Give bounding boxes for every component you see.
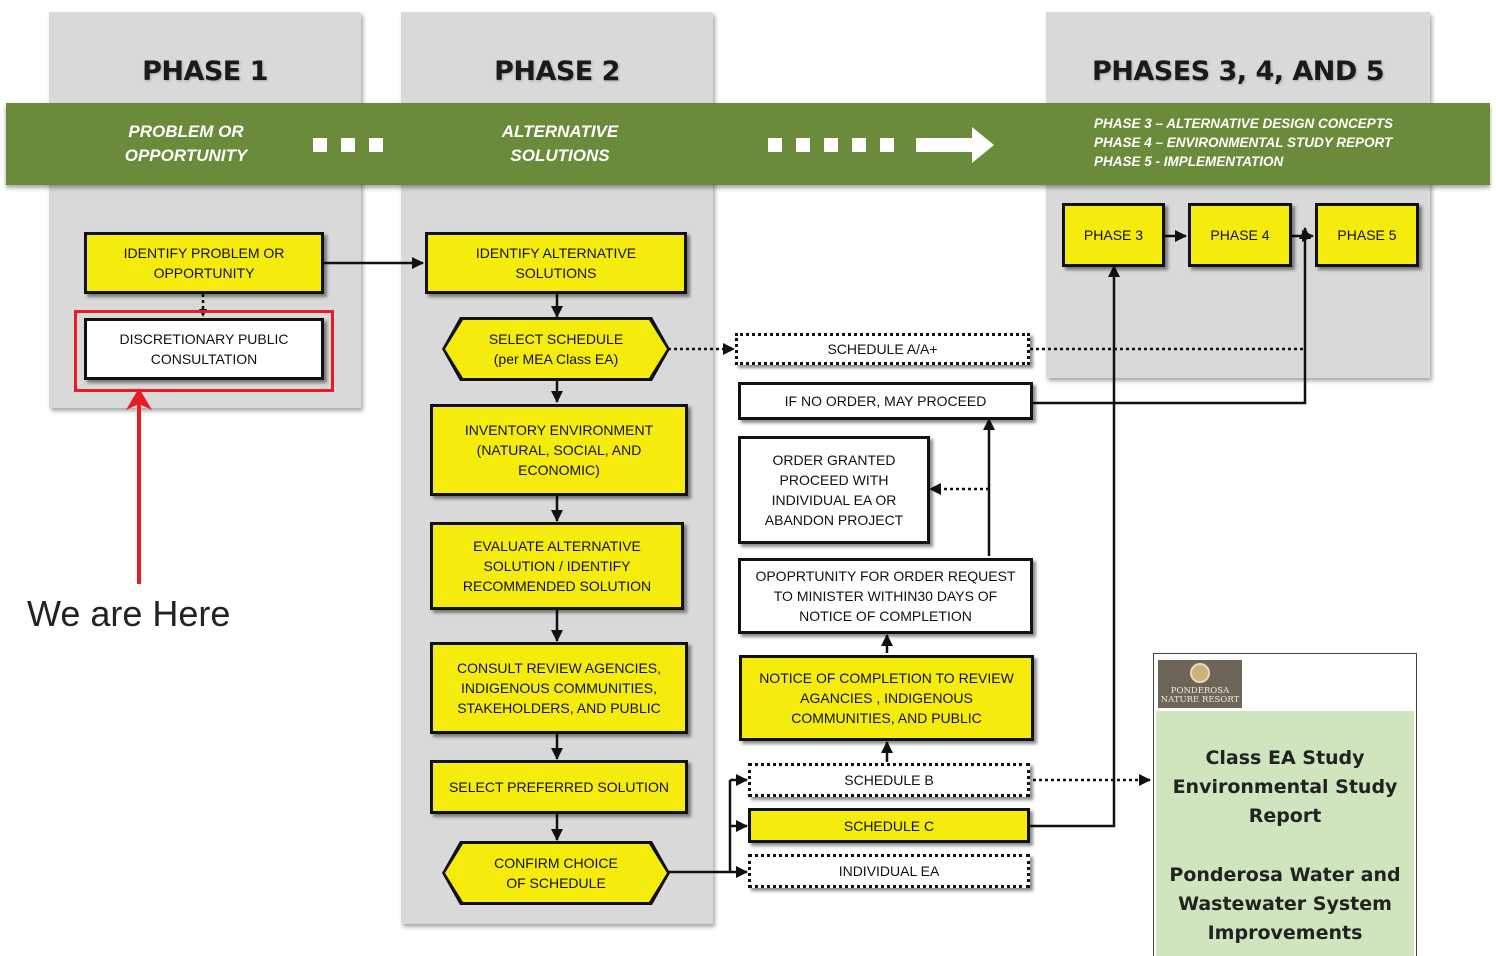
report-line1: Class EA Study xyxy=(1205,747,1365,769)
we-are-here-frame xyxy=(74,310,334,392)
band-dot xyxy=(341,138,355,152)
we-are-here-arrow-icon xyxy=(126,388,152,584)
we-are-here-label: We are Here xyxy=(27,593,231,634)
logo-line1: PONDEROSA xyxy=(1170,686,1230,696)
order-granted-box: ORDER GRANTED PROCEED WITH INDIVIDUAL EA… xyxy=(738,436,930,544)
consult-agencies-box: CONSULT REVIEW AGENCIES, INDIGENOUS COMM… xyxy=(430,642,688,734)
report-line3: Report xyxy=(1248,805,1322,827)
band-label-alternatives: ALTERNATIVE SOLUTIONS xyxy=(501,122,619,165)
band-dot xyxy=(824,138,838,152)
identify-alternatives-box: IDENTIFY ALTERNATIVE SOLUTIONS xyxy=(425,232,687,294)
report-cover: PONDEROSA NATURE RESORT Class EA Study E… xyxy=(1153,653,1417,956)
select-schedule-hexagon: SELECT SCHEDULE (per MEA Class EA) xyxy=(445,320,667,378)
band-dot xyxy=(768,138,782,152)
band-dot xyxy=(313,138,327,152)
schedule-a-box: SCHEDULE A/A+ xyxy=(735,333,1030,365)
phase345-column: PHASES 3, 4, AND 5 xyxy=(1046,12,1430,378)
confirm-choice-hexagon: CONFIRM CHOICE OF SCHEDULE xyxy=(445,844,667,902)
band-dot xyxy=(852,138,866,152)
phase345-title: PHASES 3, 4, AND 5 xyxy=(1092,56,1385,87)
phase2-title: PHASE 2 xyxy=(494,56,620,87)
phase1-title: PHASE 1 xyxy=(142,56,268,87)
order-request-box: OPOPRTUNITY FOR ORDER REQUEST TO MINISTE… xyxy=(738,558,1033,634)
evaluate-solutions-box: EVALUATE ALTERNATIVE SOLUTION / IDENTIFY… xyxy=(430,522,684,610)
report-line4: Ponderosa Water and xyxy=(1169,864,1401,886)
band-label-problem: PROBLEM OR OPPORTUNITY xyxy=(124,122,248,165)
band-dot xyxy=(796,138,810,152)
phase-band: PROBLEM OR OPPORTUNITY ALTERNATIVE SOLUT… xyxy=(6,103,1490,185)
report-line5: Wastewater System xyxy=(1178,893,1392,915)
band-phase-list: PHASE 3 – ALTERNATIVE DESIGN CONCEPTS PH… xyxy=(1094,114,1393,171)
no-order-proceed-box: IF NO ORDER, MAY PROCEED xyxy=(738,382,1033,420)
phase5-box: PHASE 5 xyxy=(1315,203,1419,267)
schedule-b-box: SCHEDULE B xyxy=(748,763,1030,797)
band-phase4-line: PHASE 4 – ENVIRONMENTAL STUDY REPORT xyxy=(1094,135,1393,150)
band-dot xyxy=(369,138,383,152)
report-line6: Improvements xyxy=(1207,922,1363,944)
discretionary-consultation-box: DISCRETIONARY PUBLIC CONSULTATION xyxy=(84,318,324,380)
individual-ea-box: INDIVIDUAL EA xyxy=(748,854,1030,888)
logo-seal-icon xyxy=(1190,663,1210,683)
report-panel: Class EA Study Environmental Study Repor… xyxy=(1156,711,1414,956)
inventory-environment-box: INVENTORY ENVIRONMENT (NATURAL, SOCIAL, … xyxy=(430,404,688,496)
schedule-c-box: SCHEDULE C xyxy=(748,808,1030,843)
logo-line2: NATURE RESORT xyxy=(1160,695,1240,705)
phase3-box: PHASE 3 xyxy=(1062,203,1165,267)
ponderosa-logo: PONDEROSA NATURE RESORT xyxy=(1158,660,1242,708)
band-phase3-line: PHASE 3 – ALTERNATIVE DESIGN CONCEPTS xyxy=(1094,116,1394,131)
identify-problem-box: IDENTIFY PROBLEM OR OPPORTUNITY xyxy=(84,232,324,294)
band-dot xyxy=(880,138,894,152)
report-line2: Environmental Study xyxy=(1172,776,1398,798)
select-preferred-box: SELECT PREFERRED SOLUTION xyxy=(430,760,688,814)
notice-of-completion-box: NOTICE OF COMPLETION TO REVIEW AGANCIES … xyxy=(739,655,1034,741)
band-arrow-icon xyxy=(916,127,994,163)
band-phase5-line: PHASE 5 - IMPLEMENTATION xyxy=(1094,154,1284,169)
phase4-box: PHASE 4 xyxy=(1188,203,1292,267)
